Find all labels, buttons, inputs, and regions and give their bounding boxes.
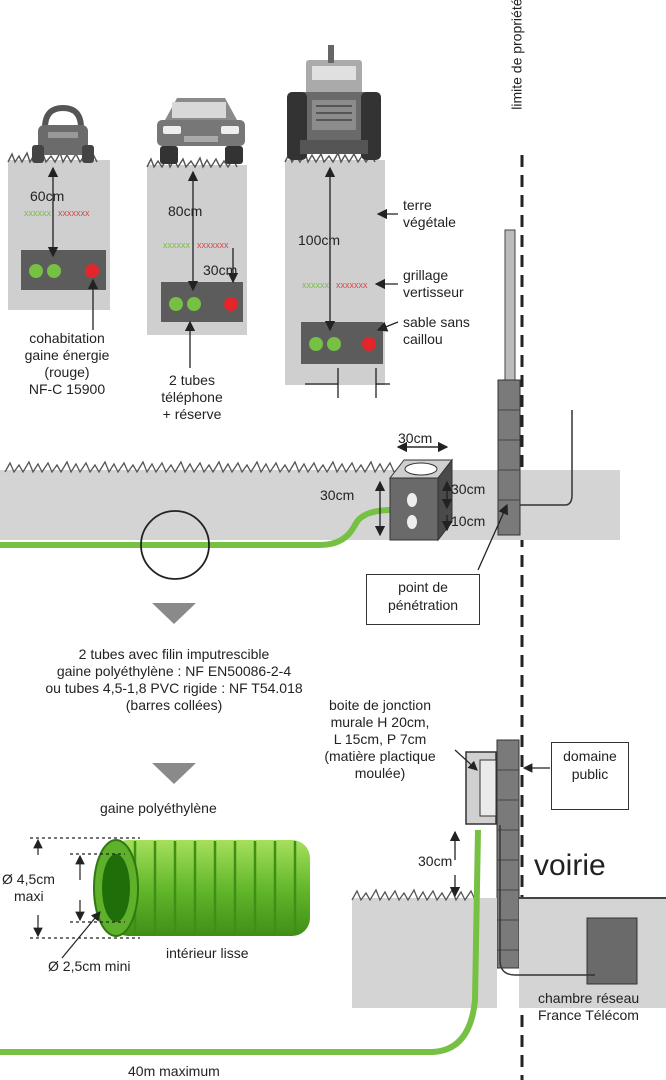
green-pipe-top <box>0 507 393 548</box>
corrugated-tube-icon <box>93 839 310 937</box>
tube-title: gaine polyéthylène <box>100 800 217 816</box>
street-depth: 30cm <box>418 853 453 869</box>
house-cable <box>520 410 573 506</box>
down-arrow-1 <box>152 603 196 624</box>
svg-text:xxxxxx: xxxxxx <box>302 280 330 290</box>
chamber-right-top: 30cm <box>451 481 486 497</box>
lawn-mower-icon <box>32 104 94 163</box>
depth-garden: 60cm <box>30 188 65 204</box>
depth-car: 80cm <box>168 203 203 219</box>
car-icon <box>157 98 245 164</box>
chamber-height: 30cm <box>320 487 355 503</box>
tube-inner-diameter: Ø 2,5cm mini <box>48 958 131 974</box>
caption-car: 2 tubes téléphone + réserve <box>161 372 223 422</box>
svg-text:xxxxxx: xxxxxx <box>24 208 52 218</box>
svg-text:xxxxxxx: xxxxxxx <box>197 240 229 250</box>
svg-text:xxxxxxx: xxxxxxx <box>336 280 368 290</box>
svg-text:xxxxxx: xxxxxx <box>163 240 191 250</box>
wall-section-top <box>497 379 521 536</box>
network-chamber <box>586 917 638 985</box>
property-post <box>504 229 516 381</box>
street-cable <box>499 825 595 976</box>
tube-outer-diameter: Ø 4,5cm maxi <box>2 871 55 904</box>
chamber-right-bottom: 10cm <box>451 513 486 529</box>
caption-garden: cohabitation gaine énergie (rouge) NF-C … <box>24 330 110 397</box>
max-length: 40m maximum <box>128 1063 220 1079</box>
pipe-spec: 2 tubes avec filin imputrescible gaine p… <box>45 646 303 713</box>
tractor-icon <box>287 45 381 160</box>
property-limit-label: limite de propriété <box>508 0 525 110</box>
ground-grass <box>4 460 395 474</box>
svg-text:xxxxxxx: xxxxxxx <box>58 208 90 218</box>
depth-tractor: 100cm <box>298 232 341 248</box>
junction-box-label: boite de jonction murale H 20cm, L 15cm,… <box>324 697 436 781</box>
down-arrow-2 <box>152 763 196 784</box>
wall-section-bottom <box>496 739 520 969</box>
street-label: voirie <box>534 849 606 882</box>
tube-interior: intérieur lisse <box>166 945 249 961</box>
green-pipe-bottom <box>0 829 481 1055</box>
zoom-circle <box>140 510 210 580</box>
chamber-icon <box>388 458 454 542</box>
gap-car: 30cm <box>203 262 238 278</box>
tube-dots <box>29 264 376 351</box>
depth-arrows <box>47 166 399 398</box>
chamber-width: 30cm <box>398 430 433 446</box>
